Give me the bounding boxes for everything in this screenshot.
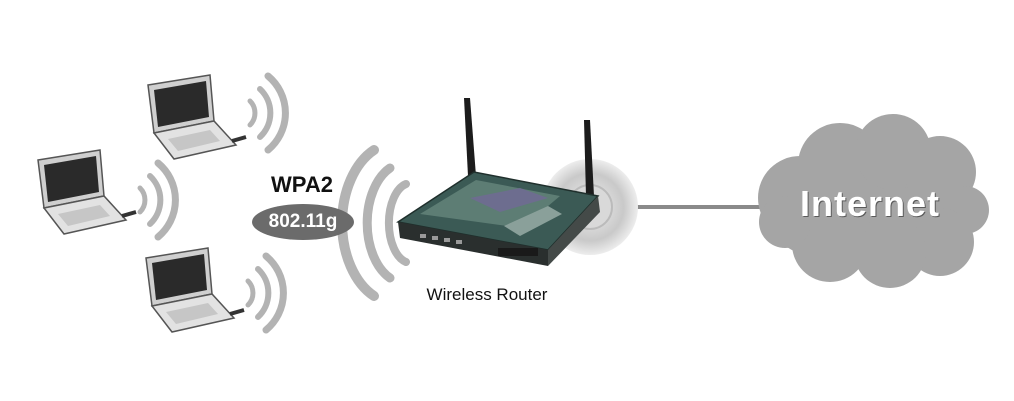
- wifi-signal-icon: [248, 256, 283, 330]
- router-label: Wireless Router: [426, 285, 548, 304]
- cloud-icon: [758, 114, 989, 288]
- wifi-signal-icon: [250, 76, 285, 150]
- cloud-label: Internet: [799, 183, 940, 224]
- laptop-icon: [146, 73, 248, 161]
- laptop-icon: [144, 246, 246, 334]
- wireless-router-icon: [396, 98, 638, 266]
- laptop-icon: [36, 148, 138, 236]
- security-title: WPA2: [271, 172, 333, 197]
- standard-badge: 802.11g: [252, 204, 354, 240]
- wifi-signal-icon: [140, 163, 175, 237]
